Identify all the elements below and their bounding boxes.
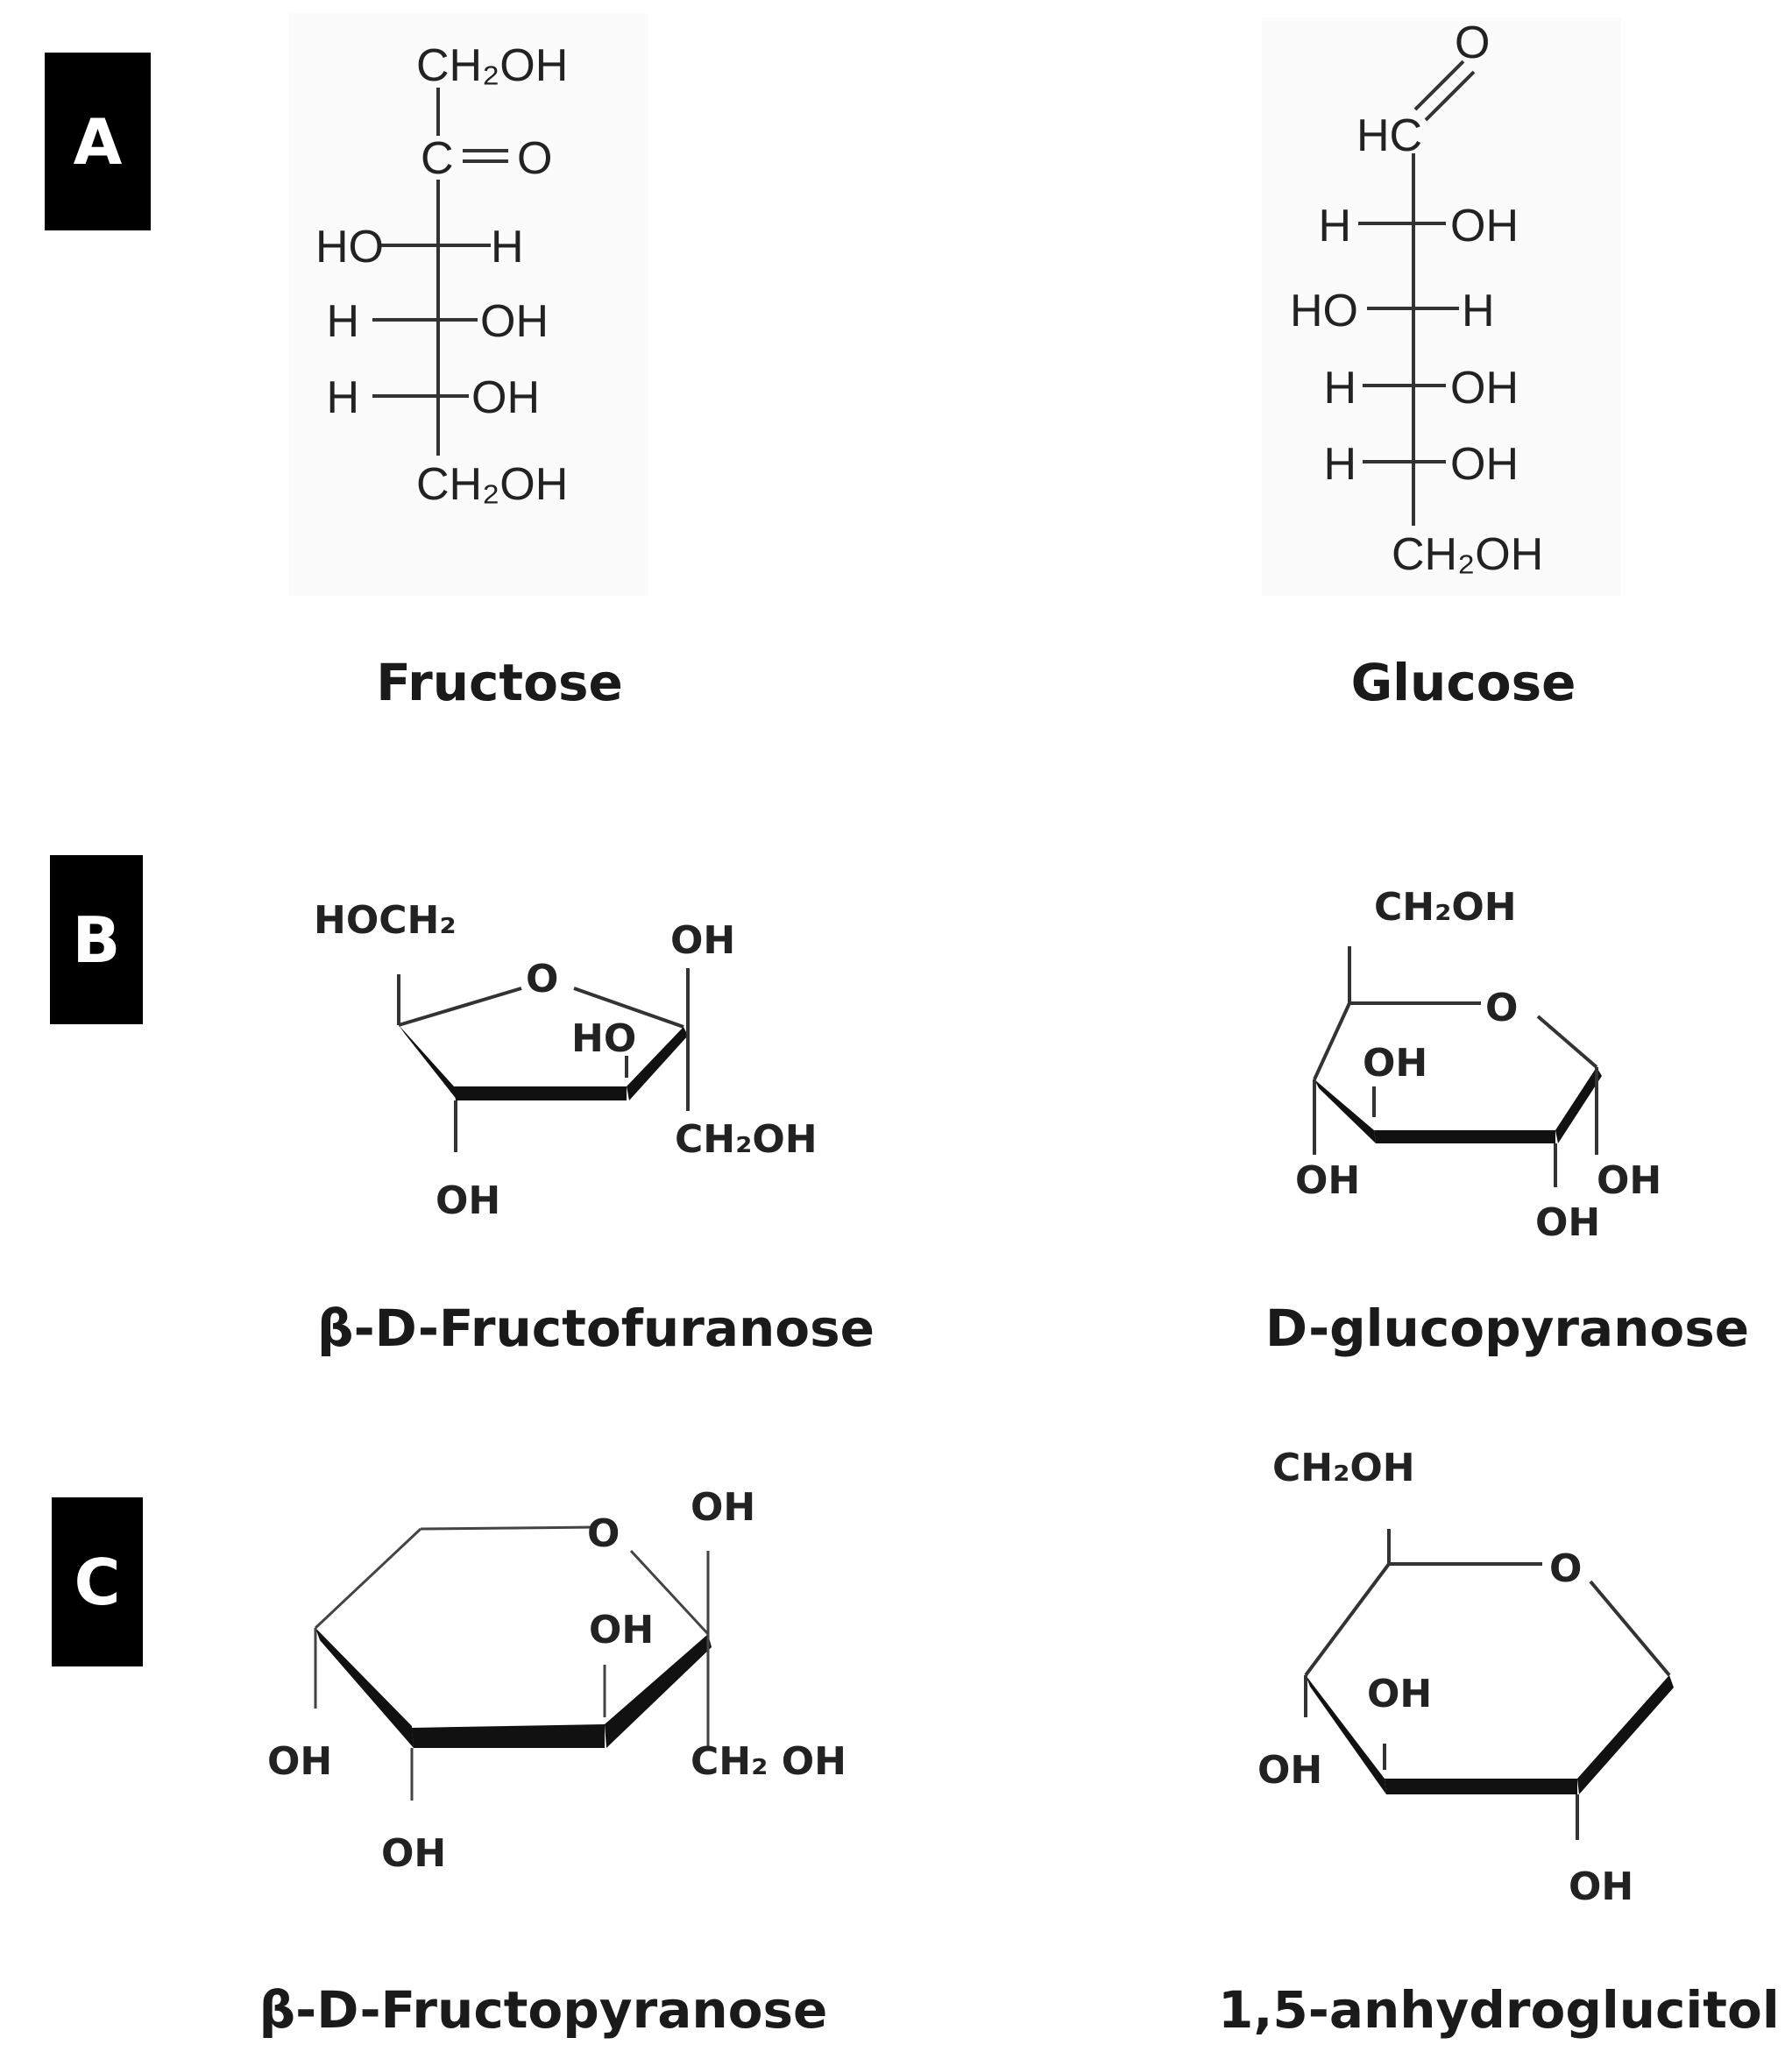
fructopyranose-name: β-D-Fructopyranose bbox=[259, 1980, 828, 2040]
fructofuranose-ring bbox=[397, 968, 690, 1152]
fructopyranose-oh-inner: OH bbox=[589, 1608, 654, 1652]
fructose-row2-left: H bbox=[326, 296, 359, 347]
fructofuranose-oh-bottom: OH bbox=[436, 1178, 500, 1223]
glucose-aldehyde-o: O bbox=[1455, 18, 1490, 68]
glucopyranose-ring bbox=[1313, 946, 1602, 1187]
fructopyranose-ring-o: O bbox=[587, 1511, 620, 1556]
glucopyranose-oh-bottom: OH bbox=[1535, 1200, 1600, 1245]
glucose-row2-right: H bbox=[1462, 286, 1495, 336]
glucopyranose-name: D-glucopyranose bbox=[1264, 1298, 1750, 1358]
fructofuranose-hoch2: HOCH₂ bbox=[314, 898, 457, 943]
glucose-row4-left: H bbox=[1323, 439, 1356, 490]
anhydroglucitol-oh-inner: OH bbox=[1367, 1672, 1432, 1716]
glucopyranose-oh-right: OH bbox=[1597, 1158, 1661, 1203]
fructose-row3-left: H bbox=[326, 372, 359, 423]
glucose-bottom-ch2oh: CH₂OH bbox=[1392, 529, 1543, 580]
glucose-aldehyde-c: HC bbox=[1356, 110, 1422, 161]
fructofuranose-oh-top: OH bbox=[670, 918, 735, 963]
fructopyranose-oh-bottom: OH bbox=[381, 1831, 446, 1876]
fructopyranose-ch2oh: CH₂ OH bbox=[691, 1739, 846, 1784]
fructose-row1-left: HO bbox=[315, 222, 384, 272]
glucose-row1-right: OH bbox=[1450, 201, 1519, 251]
anhydroglucitol-ch2oh: CH₂OH bbox=[1272, 1446, 1415, 1490]
fructofuranose-ho-inner: HO bbox=[571, 1016, 636, 1061]
glucopyranose-ch2oh: CH₂OH bbox=[1374, 885, 1517, 930]
glucose-row3-left: H bbox=[1323, 363, 1356, 414]
fructose-carbonyl-o: O bbox=[517, 133, 552, 184]
glucose-structure bbox=[1358, 60, 1476, 526]
glucopyranose-oh-left: OH bbox=[1295, 1158, 1360, 1203]
fructose-carbonyl-c: C bbox=[421, 133, 454, 184]
fructose-row1-right: H bbox=[491, 222, 524, 272]
glucopyranose-oh-inner: OH bbox=[1363, 1041, 1427, 1086]
fructopyranose-oh-top: OH bbox=[691, 1485, 755, 1530]
anhydroglucitol-oh-bottom: OH bbox=[1569, 1864, 1633, 1909]
fructose-row2-right: OH bbox=[480, 296, 549, 347]
fructose-name: Fructose bbox=[376, 653, 623, 712]
panel-label-c: C bbox=[52, 1497, 143, 1666]
anhydroglucitol-name: 1,5-anhydroglucitol bbox=[1218, 1980, 1780, 2040]
anhydroglucitol-ring-o: O bbox=[1549, 1546, 1582, 1591]
fructopyranose-ring bbox=[314, 1525, 712, 1801]
fructose-structure bbox=[372, 88, 508, 456]
panel-label-b: B bbox=[50, 855, 143, 1024]
glucose-name: Glucose bbox=[1350, 653, 1576, 712]
fructopyranose-oh-left: OH bbox=[267, 1739, 332, 1784]
glucopyranose-ring-o: O bbox=[1485, 986, 1518, 1030]
panel-label-a: A bbox=[45, 53, 151, 230]
fructose-background bbox=[289, 13, 648, 596]
glucose-row3-right: OH bbox=[1450, 363, 1519, 414]
fructofuranose-name: β-D-Fructofuranose bbox=[317, 1298, 875, 1358]
glucose-row1-left: H bbox=[1318, 201, 1351, 251]
anhydroglucitol-ring bbox=[1304, 1529, 1674, 1840]
fructose-row3-right: OH bbox=[471, 372, 540, 423]
glucose-row4-right: OH bbox=[1450, 439, 1519, 490]
fructofuranose-ch2oh: CH₂OH bbox=[675, 1117, 818, 1162]
fructose-top-ch2oh: CH₂OH bbox=[416, 40, 568, 91]
fructose-bottom-ch2oh: CH₂OH bbox=[416, 459, 568, 510]
glucose-row2-left: HO bbox=[1290, 286, 1358, 336]
fructofuranose-ring-o: O bbox=[526, 957, 558, 1001]
anhydroglucitol-oh-left: OH bbox=[1257, 1748, 1322, 1793]
